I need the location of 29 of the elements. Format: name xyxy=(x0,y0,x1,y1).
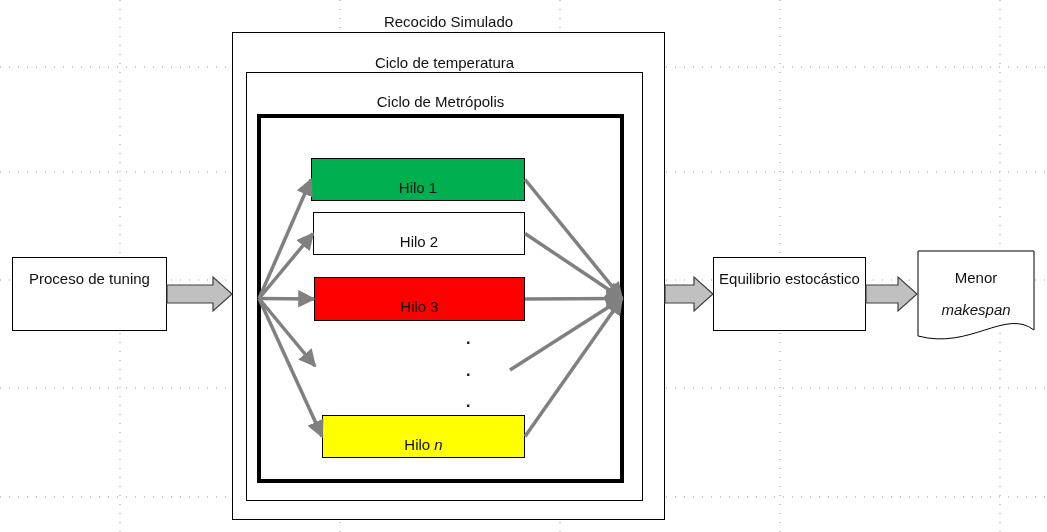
thread-box xyxy=(322,415,525,458)
container-title: Ciclo de Metrópolis xyxy=(375,93,506,111)
thread-box xyxy=(311,158,525,201)
ellipsis-dot: . xyxy=(466,395,471,409)
process-box xyxy=(12,257,167,331)
node-label: Hilo 3 xyxy=(399,297,440,317)
node-label: Equilibrio estocástico xyxy=(718,269,861,289)
arrow xyxy=(259,290,316,308)
block-arrow xyxy=(865,275,918,313)
arrow xyxy=(524,232,624,300)
arrow xyxy=(525,289,624,308)
ellipsis-dot: . xyxy=(466,364,471,378)
arrow xyxy=(257,297,324,439)
ellipsis-dot: . xyxy=(466,332,471,346)
arrow xyxy=(257,232,315,300)
block-arrow xyxy=(664,275,714,313)
block-arrow xyxy=(166,275,233,313)
node-label: Proceso de tuning xyxy=(28,269,151,289)
node-label: Hilo n xyxy=(403,435,444,455)
container-title: Ciclo de temperatura xyxy=(373,54,516,72)
thread-box xyxy=(314,277,525,321)
arrow xyxy=(523,178,624,300)
node-label: Hilo 2 xyxy=(398,232,440,252)
process-box xyxy=(713,257,866,331)
arrow xyxy=(523,297,624,438)
container-title: Recocido Simulado xyxy=(382,13,515,31)
node-label: Menor makespan xyxy=(940,268,1012,320)
thread-box xyxy=(313,212,525,255)
node-label: Hilo 1 xyxy=(397,178,439,198)
